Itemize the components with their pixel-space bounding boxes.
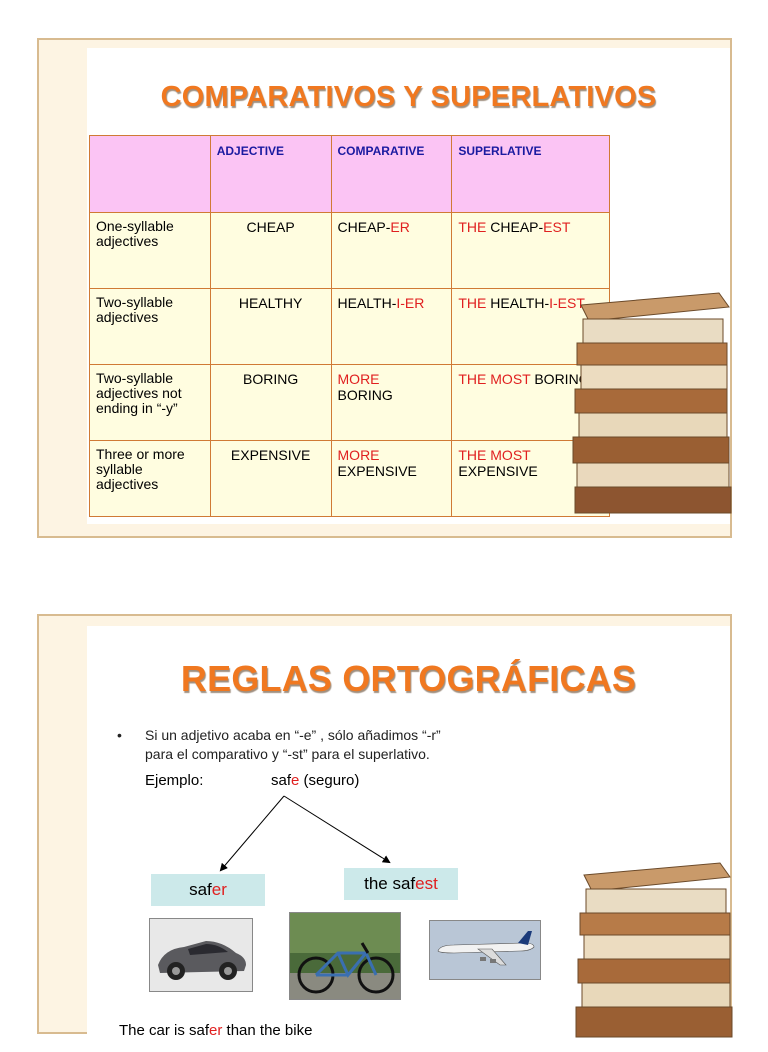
table-row: Two-syllable adjectives not ending in “-… — [89, 364, 610, 441]
adjective-cell: BORING — [209, 364, 332, 441]
airplane-icon — [429, 920, 541, 980]
comparative-cell: HEALTH-I-ER — [330, 288, 453, 365]
bullet-dot: • — [117, 727, 122, 743]
example-sentence: The car is safer than the bike — [119, 1022, 313, 1039]
header-empty-cell — [89, 135, 211, 213]
table-header-row: ADJECTIVE COMPARATIVE SUPERLATIVE — [89, 135, 610, 213]
header-superlative: SUPERLATIVE — [451, 135, 610, 213]
header-comparative: COMPARATIVE — [330, 135, 453, 213]
slide-content: REGLAS ORTOGRÁFICAS • Si un adjetivo aca… — [87, 626, 730, 1052]
book-stack-icon — [572, 292, 732, 514]
header-adjective: ADJECTIVE — [209, 135, 332, 213]
table-row: One-syllable adjectives CHEAP CHEAP-ER T… — [89, 212, 610, 289]
book-stack-icon — [575, 862, 733, 1038]
superlative-cell: THE CHEAP-EST — [451, 212, 610, 289]
rule-text: Si un adjetivo acaba en “-e” , sólo añad… — [145, 727, 441, 762]
adjective-cell: EXPENSIVE — [209, 440, 332, 517]
slide-comparativos: COMPARATIVOS Y SUPERLATIVOS ADJECTIVE CO… — [37, 38, 732, 538]
table-row: Three or more syllable adjectives EXPENS… — [89, 440, 610, 517]
row-label: One-syllable adjectives — [89, 212, 211, 289]
example-label: Ejemplo: — [145, 772, 204, 789]
car-icon — [149, 918, 253, 992]
derivation-arrows — [219, 795, 391, 872]
bicycle-icon — [289, 912, 401, 1000]
arrow-to-superlative — [283, 795, 391, 864]
adjective-cell: HEALTHY — [209, 288, 332, 365]
slide-reglas: REGLAS ORTOGRÁFICAS • Si un adjetivo aca… — [37, 614, 733, 1052]
row-label: Two-syllable adjectives — [89, 288, 211, 365]
slide-title: REGLAS ORTOGRÁFICAS — [180, 658, 637, 699]
row-label: Three or more syllable adjectives — [89, 440, 211, 517]
row-label: Two-syllable adjectives not ending in “-… — [89, 364, 211, 441]
adjective-cell: CHEAP — [209, 212, 332, 289]
comparative-cell: CHEAP-ER — [330, 212, 453, 289]
comparison-table: ADJECTIVE COMPARATIVE SUPERLATIVE One-sy… — [89, 135, 610, 517]
arrow-to-comparative — [219, 795, 285, 872]
slide-title: COMPARATIVOS Y SUPERLATIVOS — [160, 81, 657, 113]
slide-content: COMPARATIVOS Y SUPERLATIVOS ADJECTIVE CO… — [87, 48, 730, 524]
comparative-box: safer — [151, 874, 265, 906]
superlative-box: the safest — [344, 868, 458, 900]
table-row: Two-syllable adjectives HEALTHY HEALTH-I… — [89, 288, 610, 365]
example-word: safe (seguro) — [271, 772, 360, 789]
